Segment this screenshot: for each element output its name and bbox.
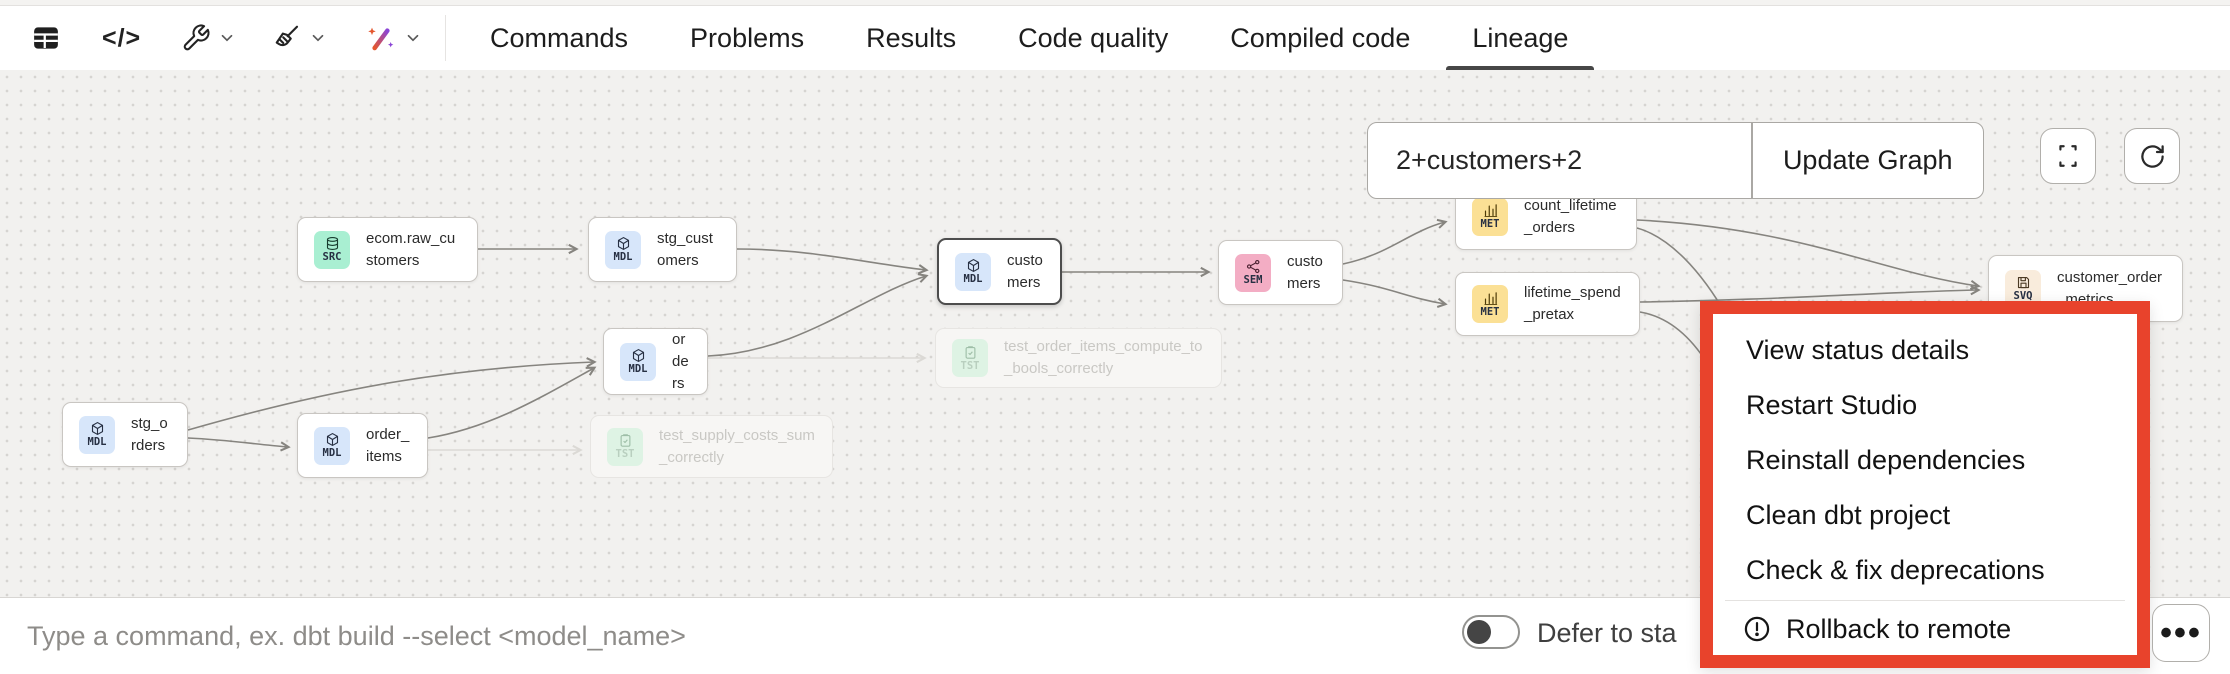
table-icon[interactable]: [30, 16, 62, 60]
tab-code-quality[interactable]: Code quality: [1018, 22, 1169, 53]
node-stg_orders[interactable]: MDL stg_orders: [62, 402, 188, 467]
fullscreen-icon: [2059, 145, 2077, 167]
broom-icon[interactable]: [272, 16, 327, 60]
chevron-down-icon[interactable]: [404, 29, 422, 47]
node-stg_customers[interactable]: MDL stg_customers: [588, 217, 737, 282]
metric-badge-icon: MET: [1472, 197, 1508, 236]
menu-item-reinstall-dependencies[interactable]: Reinstall dependencies: [1746, 445, 2026, 475]
window-top-strip: [0, 0, 2230, 6]
tab-commands[interactable]: Commands: [490, 22, 629, 53]
node-label: count_lifetime_orders: [1524, 196, 1617, 236]
tab-compiled-code[interactable]: Compiled code: [1230, 22, 1411, 53]
node-label: stg_customers: [657, 229, 713, 269]
wrench-icon[interactable]: [181, 16, 236, 60]
tab-problems[interactable]: Problems: [690, 22, 805, 53]
node-test_supply[interactable]: TST test_supply_costs_sum_correctly: [590, 415, 833, 478]
defer-toggle-label: Defer to sta: [1537, 618, 1677, 648]
graph-selector-box: 2+customers+2 Update Graph: [1367, 122, 1984, 199]
refresh-button[interactable]: [2124, 128, 2180, 184]
node-label: customers: [1007, 251, 1043, 291]
command-input[interactable]: [25, 612, 1405, 660]
chevron-down-icon[interactable]: [309, 29, 327, 47]
defer-toggle[interactable]: [1462, 615, 1520, 649]
node-label: customers: [1287, 252, 1323, 292]
menu-item-check-fix-deprecations[interactable]: Check & fix deprecations: [1746, 555, 2045, 585]
model-badge-icon: MDL: [314, 426, 350, 465]
node-customers_sem[interactable]: SEM customers: [1218, 240, 1343, 305]
node-order_items[interactable]: MDL order_items: [297, 413, 428, 478]
fullscreen-button[interactable]: [2040, 128, 2096, 184]
node-label: ecom.raw_customers: [366, 229, 456, 269]
node-label: test_supply_costs_sum_correctly: [659, 426, 815, 466]
node-label: orders: [672, 331, 689, 392]
menu-item-view-status-details[interactable]: View status details: [1746, 335, 1970, 365]
magic-wand-icon[interactable]: [363, 16, 422, 60]
code-icon[interactable]: </>: [102, 23, 142, 52]
more-options-button[interactable]: •••: [2152, 604, 2210, 662]
tab-bar: Commands Problems Results Code quality Compi…: [490, 6, 1595, 70]
menu-item-label: Rollback to remote: [1786, 613, 2012, 644]
model-badge-icon: MDL: [79, 415, 115, 454]
tab-results[interactable]: Results: [866, 22, 957, 53]
source-badge-icon: SRC: [314, 230, 350, 269]
model-badge-icon: MDL: [955, 252, 991, 291]
toolbar-divider: [445, 15, 446, 61]
warning-circle-icon: [1744, 616, 1770, 642]
semantic-badge-icon: SEM: [1235, 253, 1271, 292]
node-label: test_order_items_compute_to_bools_correc…: [1004, 338, 1203, 377]
menu-item-clean-dbt-project[interactable]: Clean dbt project: [1746, 500, 1951, 530]
node-label: lifetime_spend_pretax: [1524, 284, 1621, 323]
chevron-down-icon[interactable]: [218, 29, 236, 47]
node-orders[interactable]: MDL orders: [603, 328, 708, 396]
refresh-icon: [2140, 144, 2164, 168]
tab-lineage[interactable]: Lineage: [1446, 6, 1595, 70]
menu-item-restart-studio[interactable]: Restart Studio: [1746, 390, 1918, 420]
model-badge-icon: MDL: [620, 342, 656, 381]
selector-input[interactable]: 2+customers+2: [1396, 145, 1583, 175]
selector-separator: [1751, 123, 1753, 198]
menu-divider: [1725, 600, 2125, 601]
test-badge-icon: TST: [952, 339, 988, 377]
node-ecom_raw_customers[interactable]: SRC ecom.raw_customers: [297, 217, 478, 282]
toggle-knob: [1467, 620, 1491, 644]
test-badge-icon: TST: [607, 427, 643, 466]
model-badge-icon: MDL: [605, 230, 641, 269]
node-lifetime_spend_pretax[interactable]: MET lifetime_spend_pretax: [1455, 272, 1640, 336]
node-label: stg_orders: [131, 414, 168, 454]
node-test_order_items[interactable]: TST test_order_items_compute_to_bools_cor…: [935, 328, 1222, 388]
menu-item-rollback-to-remote[interactable]: Rollback to remote: [1713, 603, 2137, 655]
node-label: order_items: [366, 425, 410, 465]
metric-badge-icon: MET: [1472, 285, 1508, 323]
node-customers_model[interactable]: MDL customers: [937, 238, 1062, 305]
update-graph-button[interactable]: Update Graph: [1782, 145, 1953, 175]
